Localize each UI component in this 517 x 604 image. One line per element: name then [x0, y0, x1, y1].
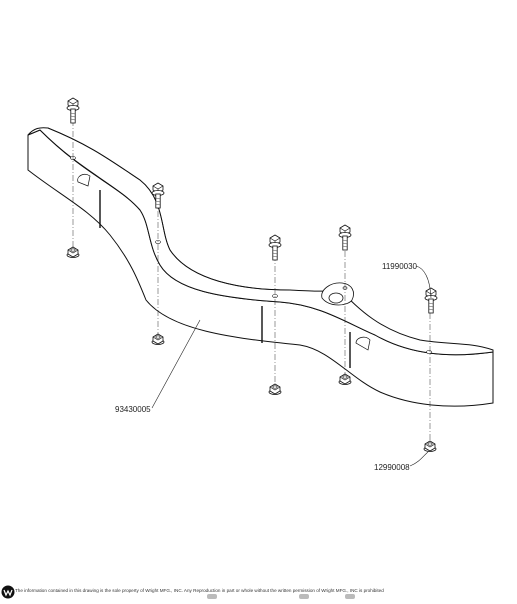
bolt-5	[424, 287, 438, 314]
footer-notice: The information contained in this drawin…	[15, 588, 384, 593]
footer-marker-3	[345, 594, 355, 599]
leader-lines	[151, 265, 432, 467]
nut-1	[66, 246, 80, 258]
bracket-part	[27, 127, 494, 407]
nut-5	[423, 440, 437, 452]
wright-logo-icon	[1, 585, 15, 599]
callout-nut-part-number: 12990008	[374, 463, 410, 472]
bolt-3	[268, 234, 282, 261]
footer-marker-2	[299, 594, 309, 599]
callout-bracket-part-number: 93430005	[115, 405, 151, 414]
nut-3	[268, 383, 282, 395]
footer-marker-1	[207, 594, 217, 599]
nut-4	[338, 373, 352, 385]
bolt-1	[66, 97, 80, 124]
bolt-4	[338, 224, 352, 251]
nut-2	[151, 333, 165, 345]
alignment-lines	[72, 120, 431, 445]
callout-bolt-part-number: 11990030	[382, 262, 417, 271]
